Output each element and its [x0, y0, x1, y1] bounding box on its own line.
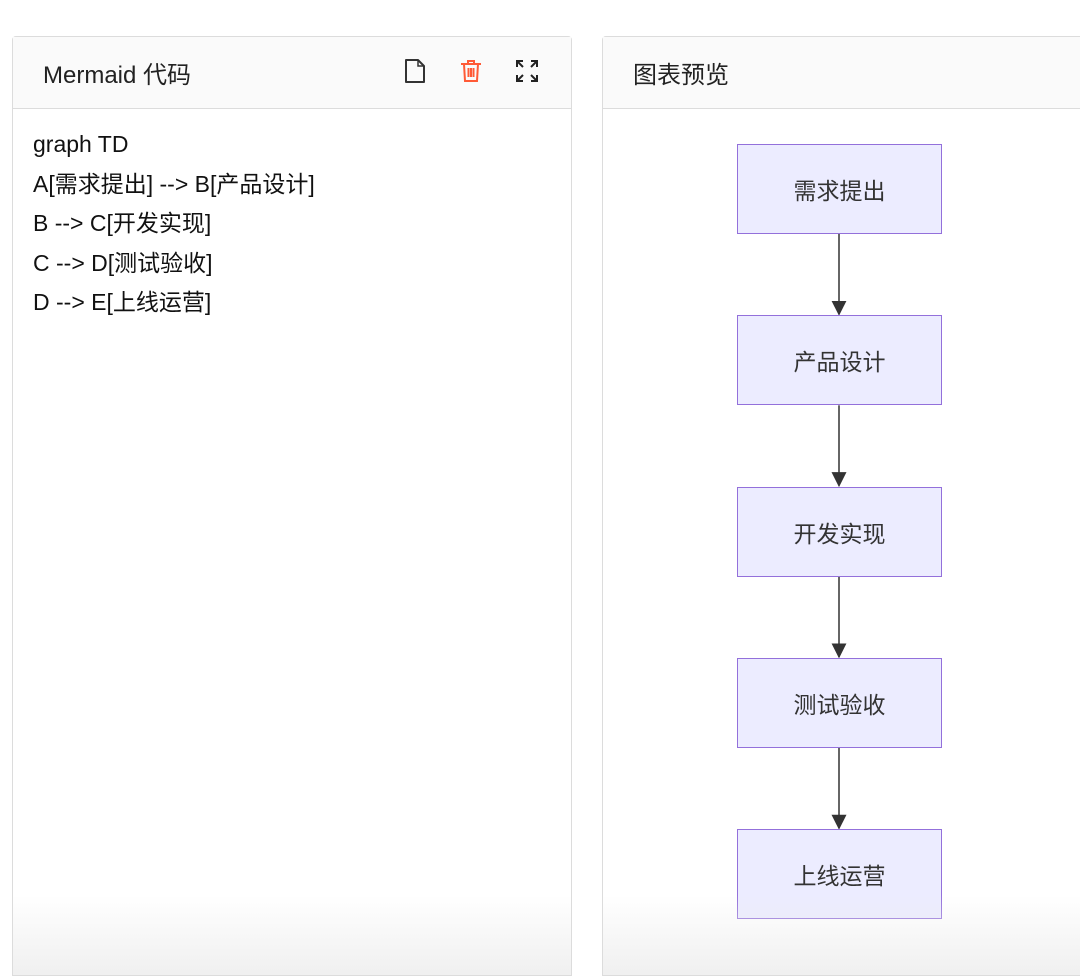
edges [831, 234, 847, 830]
flowchart: 需求提出产品设计开发实现测试验收上线运营 [603, 109, 1080, 969]
flow-node: 需求提出 [737, 144, 942, 234]
editor-header: Mermaid 代码 [13, 37, 571, 109]
preview-panel: 图表预览 需求提出产品设计开发实现测试验收上线运营 [602, 36, 1080, 976]
code-editor-panel: Mermaid 代码 graph TD A[需求提出] --> B[产品设计] … [12, 36, 572, 976]
code-input[interactable]: graph TD A[需求提出] --> B[产品设计] B --> C[开发实… [33, 131, 315, 315]
fullscreen-icon[interactable] [513, 57, 541, 85]
preview-header: 图表预览 [603, 37, 1080, 109]
flow-node: 上线运营 [737, 829, 942, 920]
flow-node: 产品设计 [737, 315, 942, 406]
editor-title: Mermaid 代码 [43, 62, 192, 89]
delete-icon[interactable] [457, 57, 485, 85]
preview-title: 图表预览 [633, 62, 729, 89]
flow-node: 测试验收 [737, 657, 942, 748]
new-file-icon[interactable] [401, 57, 429, 85]
flow-node: 开发实现 [737, 486, 942, 577]
